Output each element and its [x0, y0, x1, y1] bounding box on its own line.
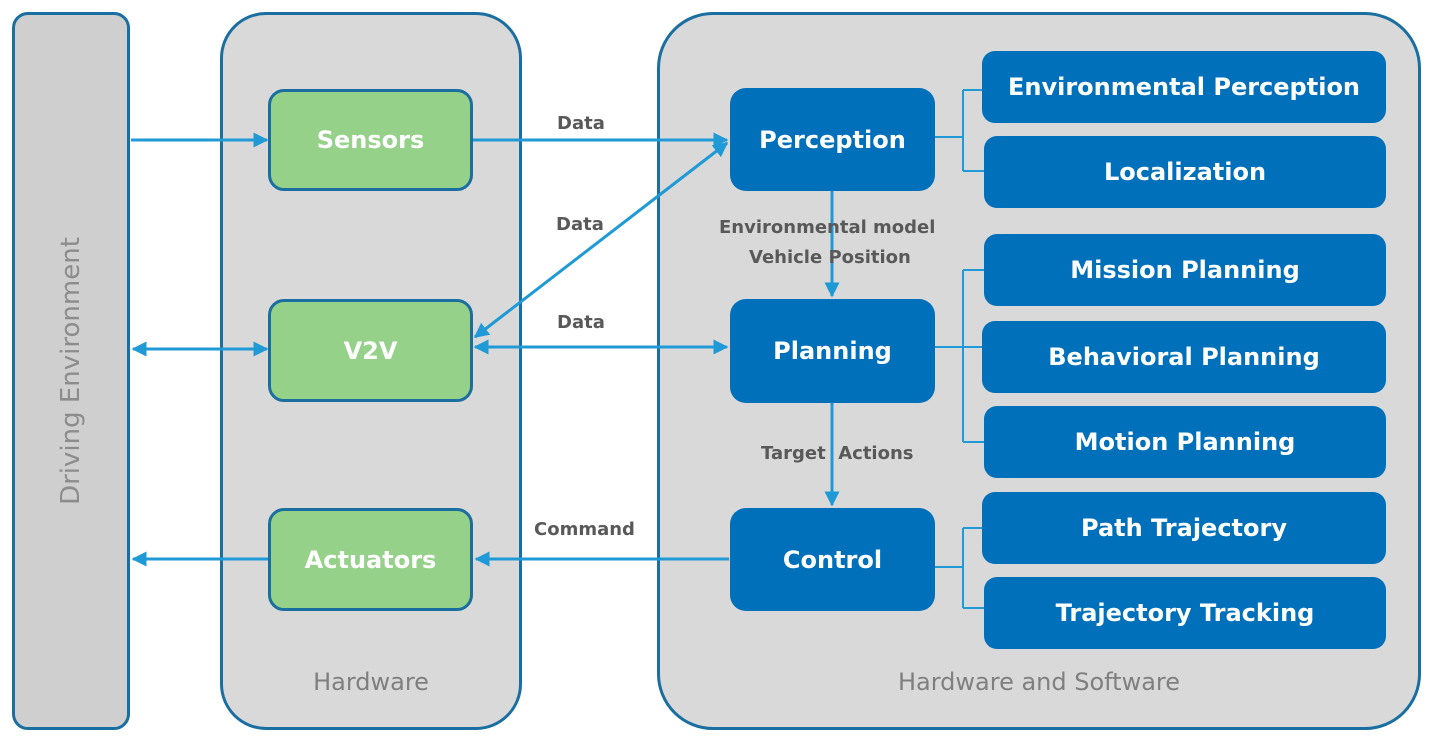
- subtask-behavioral-planning[interactable]: Behavioral Planning: [982, 321, 1386, 393]
- subtask-label: Motion Planning: [1074, 428, 1296, 456]
- subtask-label: Path Trajectory: [1081, 514, 1287, 542]
- subtask-label: Trajectory Tracking: [1055, 599, 1315, 627]
- driving-environment-panel: [12, 12, 130, 730]
- edge-label-v2v-planning: Data: [557, 312, 605, 333]
- sensors-node[interactable]: Sensors: [268, 89, 473, 191]
- edge-label-target-actions: Target Actions: [761, 443, 914, 464]
- edge-label-v2v-perception: Data: [556, 214, 604, 235]
- subtask-label: Mission Planning: [1070, 256, 1300, 284]
- edge-label-command: Command: [534, 519, 635, 540]
- control-node[interactable]: Control: [730, 508, 935, 611]
- control-label: Control: [782, 545, 883, 574]
- subtask-environmental-perception[interactable]: Environmental Perception: [982, 51, 1386, 123]
- planning-node[interactable]: Planning: [730, 299, 935, 403]
- subtask-mission-planning[interactable]: Mission Planning: [984, 234, 1386, 306]
- actuators-node[interactable]: Actuators: [268, 508, 473, 611]
- planning-label: Planning: [773, 337, 892, 365]
- subtask-trajectory-tracking[interactable]: Trajectory Tracking: [984, 577, 1386, 649]
- hardware-software-caption: Hardware and Software: [897, 668, 1181, 696]
- edge-label-environmental-model: Environmental model: [719, 217, 936, 238]
- edge-label-sensors-perception: Data: [557, 113, 605, 134]
- perception-node[interactable]: Perception: [730, 88, 935, 191]
- control-bracket: [935, 527, 985, 609]
- sensors-label: Sensors: [316, 126, 425, 154]
- arrow-v2v-perception: [473, 141, 729, 339]
- actuators-label: Actuators: [304, 545, 437, 574]
- perception-label: Perception: [759, 125, 906, 154]
- subtask-label: Behavioral Planning: [1048, 343, 1320, 371]
- hardware-caption: Hardware: [313, 668, 429, 696]
- edge-label-vehicle-position: Vehicle Position: [749, 247, 911, 268]
- v2v-node[interactable]: V2V: [268, 299, 473, 402]
- subtask-label: Localization: [1103, 158, 1267, 186]
- subtask-localization[interactable]: Localization: [984, 136, 1386, 208]
- subtask-motion-planning[interactable]: Motion Planning: [984, 406, 1386, 478]
- v2v-label: V2V: [343, 336, 398, 365]
- subtask-path-trajectory[interactable]: Path Trajectory: [982, 492, 1386, 564]
- planning-bracket: [935, 269, 985, 443]
- subtask-label: Environmental Perception: [1007, 73, 1361, 101]
- perception-bracket: [935, 89, 985, 172]
